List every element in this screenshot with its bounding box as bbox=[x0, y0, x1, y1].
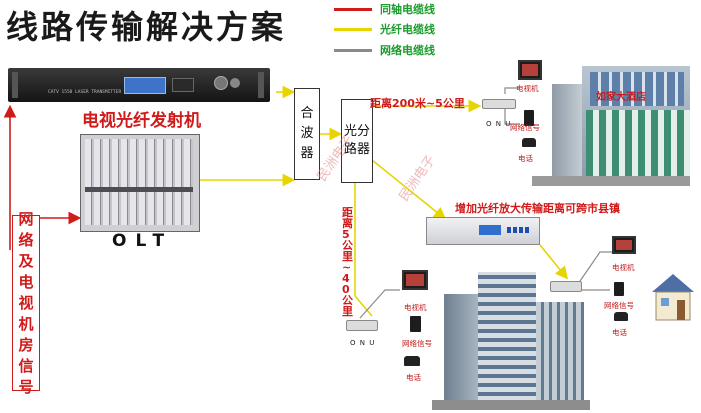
office-tv-icon bbox=[402, 270, 428, 290]
transmitter-panel-label: CATV 1550 LASER TRANSMITTER bbox=[48, 90, 122, 95]
legend-swatch-network bbox=[334, 48, 372, 52]
source-signal-box: 网络及电视机房信号 bbox=[12, 210, 40, 396]
network-lines-office bbox=[359, 289, 400, 319]
hotel-phone-label: 电话 bbox=[518, 154, 533, 163]
house-pc-icon bbox=[614, 282, 624, 296]
house-tv-icon bbox=[612, 236, 636, 254]
office-onu-label: O N U bbox=[350, 339, 376, 347]
olt-device bbox=[80, 134, 200, 232]
transmitter-knob bbox=[214, 76, 228, 90]
hotel-building: 如家大酒店 bbox=[532, 66, 690, 186]
house-icon bbox=[652, 274, 694, 321]
office-phone-label: 电话 bbox=[406, 373, 421, 382]
legend-swatch-fiber bbox=[334, 27, 372, 31]
legend-label-fiber: 光纤电缆线 bbox=[380, 23, 435, 36]
transmitter-lcd bbox=[124, 77, 166, 94]
network-lines-hotel bbox=[504, 87, 520, 94]
hotel-tv-label: 电视机 bbox=[516, 84, 539, 93]
network-lines-hotel-lower bbox=[504, 108, 520, 125]
office-tv-label: 电视机 bbox=[404, 303, 427, 312]
house-phone-icon bbox=[614, 312, 628, 321]
legend-label-network: 网络电缆线 bbox=[380, 44, 435, 57]
hotel-sign: 如家大酒店 bbox=[596, 92, 646, 103]
combiner-box: 合波器 bbox=[294, 88, 320, 180]
house-network-label: 网络信号 bbox=[604, 301, 634, 310]
office-pc-icon bbox=[410, 316, 421, 332]
legend-item-network: 网络电缆线 bbox=[334, 43, 435, 57]
network-lines-house bbox=[577, 251, 612, 285]
rack-ear-left bbox=[12, 72, 18, 98]
amplifier-buttons bbox=[507, 227, 529, 233]
office-onu-device bbox=[346, 320, 378, 331]
transmitter-keypad bbox=[172, 78, 194, 92]
amplifier-lcd bbox=[479, 225, 501, 235]
hotel-onu-label: O N U bbox=[486, 120, 512, 128]
fiber-transmitter-device: CATV 1550 LASER TRANSMITTER bbox=[8, 68, 270, 102]
rack-ear-right bbox=[258, 72, 264, 98]
hotel-wing-left bbox=[552, 84, 584, 186]
hotel-facade bbox=[586, 110, 690, 176]
house-tv-label: 电视机 bbox=[612, 263, 635, 272]
hotel-network-label: 网络信号 bbox=[510, 123, 540, 132]
olt-divider bbox=[85, 187, 193, 192]
distance-far-label: 距离5公里~40公里 bbox=[342, 206, 353, 318]
house-onu-device bbox=[550, 281, 582, 292]
hotel-windows bbox=[590, 72, 684, 106]
olt-label: OLT bbox=[112, 231, 174, 251]
fiber-amplifier-to-house bbox=[539, 244, 569, 280]
fiber-amplifier-device bbox=[426, 217, 540, 245]
fiber-to-office-onu bbox=[354, 295, 373, 317]
office-base bbox=[432, 400, 590, 410]
office-phone-icon bbox=[404, 356, 420, 366]
transmitter-port bbox=[230, 78, 240, 88]
hotel-onu-device bbox=[482, 99, 516, 109]
office-building bbox=[432, 272, 590, 410]
legend-item-coax: 同轴电缆线 bbox=[334, 2, 435, 16]
hotel-pc-icon bbox=[524, 110, 534, 126]
olt-cards bbox=[85, 139, 193, 225]
splitter-box: 光分路器 bbox=[341, 99, 373, 183]
distance-near-label: 距离200米~5公里 bbox=[370, 97, 465, 110]
office-tower-left bbox=[444, 294, 478, 410]
hotel-base bbox=[532, 176, 690, 186]
page-title: 线路传输解决方案 bbox=[6, 8, 287, 46]
legend-label-coax: 同轴电缆线 bbox=[380, 3, 435, 16]
fiber-splitter-to-amplifier bbox=[371, 159, 447, 221]
legend-swatch-coax bbox=[334, 7, 372, 11]
hotel-phone-icon bbox=[522, 138, 536, 147]
transmitter-label: 电视光纤发射机 bbox=[82, 111, 201, 131]
office-network-label: 网络信号 bbox=[402, 339, 432, 348]
office-tower-center bbox=[478, 272, 536, 410]
office-tower-right bbox=[536, 302, 584, 410]
legend-item-fiber: 光纤电缆线 bbox=[334, 22, 435, 36]
house-phone-label: 电话 bbox=[612, 328, 627, 337]
amplifier-note: 增加光纤放大传输距离可跨市县镇 bbox=[455, 202, 620, 215]
hotel-tv-icon bbox=[518, 60, 542, 80]
